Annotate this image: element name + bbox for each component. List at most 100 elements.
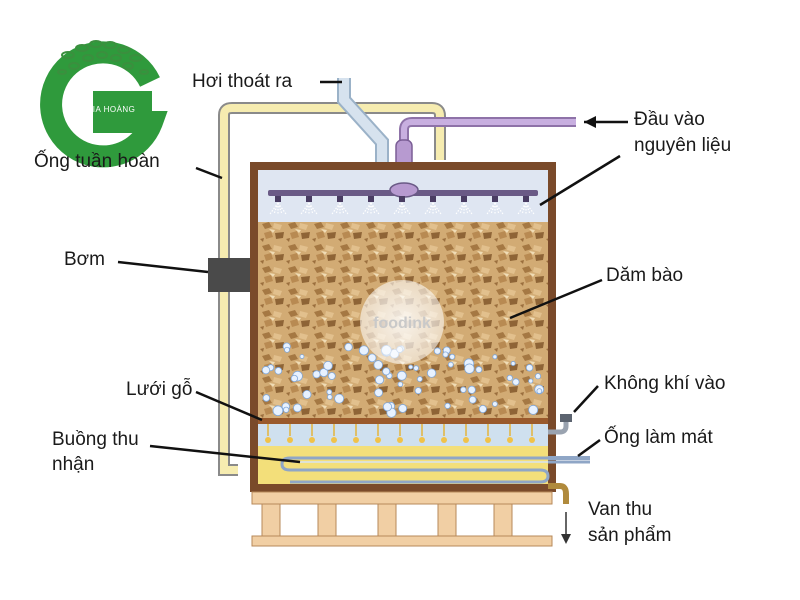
spray-jet bbox=[393, 202, 403, 215]
leader-air bbox=[573, 385, 599, 413]
spray-jet bbox=[300, 202, 310, 215]
air-bubble bbox=[416, 376, 423, 383]
label-steam-out: Hơi thoát ra bbox=[192, 71, 293, 92]
label-feed-in-2: nguyên liệu bbox=[634, 135, 732, 156]
logo-g-shape bbox=[40, 41, 168, 168]
air-bubble bbox=[272, 405, 284, 417]
spray-jet bbox=[339, 202, 349, 215]
label-wood-shavings: Dăm bào bbox=[606, 265, 684, 286]
air-inlet-pipe bbox=[548, 420, 569, 435]
air-inlet-valve bbox=[560, 414, 572, 422]
spray-jet bbox=[339, 202, 345, 215]
air-bubble bbox=[396, 370, 407, 381]
air-bubble bbox=[492, 401, 498, 407]
spray-jet bbox=[304, 202, 310, 215]
spray-jet bbox=[401, 202, 407, 215]
spray-jet bbox=[463, 202, 469, 215]
air-bubble bbox=[460, 386, 467, 393]
spray-jet bbox=[517, 202, 527, 215]
spray-jet bbox=[308, 202, 314, 215]
drip-drop bbox=[309, 437, 315, 443]
label-valve-1: Van thu bbox=[588, 499, 653, 520]
air-bubble bbox=[464, 363, 475, 374]
spray-jet bbox=[308, 202, 318, 215]
air-bubble bbox=[374, 388, 383, 398]
leader-nozzles bbox=[539, 154, 621, 207]
drip-zone bbox=[258, 420, 548, 446]
spray-jet bbox=[525, 202, 535, 215]
air-bubbles bbox=[261, 342, 545, 418]
air-bubble bbox=[375, 375, 385, 385]
leader-pump bbox=[117, 260, 209, 274]
air-bubble bbox=[283, 406, 290, 413]
air-bubble bbox=[367, 353, 377, 363]
spray-jet bbox=[401, 202, 411, 215]
drip-drop bbox=[331, 437, 337, 443]
spray-jet bbox=[463, 202, 473, 215]
steam-outlet-pipe bbox=[339, 78, 387, 175]
air-bubble bbox=[274, 367, 283, 375]
drip-drop bbox=[265, 437, 271, 443]
air-bubble bbox=[414, 387, 422, 395]
air-bubble bbox=[525, 364, 534, 372]
air-bubble bbox=[408, 364, 414, 370]
label-air-in: Không khí vào bbox=[604, 373, 726, 394]
collection-chamber bbox=[258, 446, 548, 484]
air-bubble bbox=[468, 395, 477, 404]
spray-nozzle bbox=[306, 196, 312, 202]
air-bubble bbox=[467, 385, 476, 394]
air-bubble bbox=[528, 404, 539, 415]
leader-mesh bbox=[195, 390, 263, 422]
air-bubble bbox=[302, 390, 312, 399]
drips bbox=[265, 424, 535, 443]
label-circulation-pipe: Ống tuần hoàn bbox=[34, 151, 160, 172]
air-bubble bbox=[413, 365, 419, 371]
air-bubble bbox=[261, 366, 271, 375]
air-bubble bbox=[323, 360, 333, 371]
air-bubble bbox=[442, 351, 449, 358]
drip-drop bbox=[353, 437, 359, 443]
product-valve bbox=[548, 483, 569, 504]
label-collection-1: Buồng thu bbox=[52, 429, 139, 450]
label-valve-2: sản phẩm bbox=[588, 525, 672, 546]
air-bubble bbox=[506, 374, 513, 382]
spray-nozzle bbox=[399, 196, 405, 202]
air-bubble bbox=[478, 404, 487, 414]
spray-jet bbox=[525, 202, 531, 215]
spray-jet bbox=[397, 202, 403, 215]
drip-drop bbox=[529, 437, 535, 443]
pump bbox=[208, 258, 250, 292]
air-bubble bbox=[382, 402, 392, 412]
spray-jet bbox=[370, 202, 380, 215]
company-logo: GIA HOÀNG bbox=[40, 40, 168, 168]
air-bubble bbox=[327, 372, 336, 380]
air-bubble bbox=[444, 402, 451, 409]
air-bubble bbox=[312, 370, 321, 379]
label-pump: Bơm bbox=[64, 249, 105, 270]
air-bubble bbox=[344, 342, 353, 352]
spray-jet bbox=[486, 202, 496, 215]
spray-jet bbox=[366, 202, 372, 215]
spray-jet bbox=[494, 202, 504, 215]
spray-jet bbox=[335, 202, 341, 215]
air-bubble bbox=[510, 361, 516, 366]
watermark-text: foodink bbox=[373, 315, 431, 332]
leader-cooling bbox=[577, 438, 601, 458]
drip-drop bbox=[507, 437, 513, 443]
air-bubble bbox=[528, 378, 534, 384]
air-bubble bbox=[397, 381, 404, 388]
air-bubble bbox=[512, 378, 520, 386]
circulation-pipe bbox=[220, 104, 444, 474]
air-bubble bbox=[536, 388, 543, 394]
spray-jet bbox=[494, 202, 500, 215]
leader-chamber bbox=[149, 444, 301, 464]
spray-jet bbox=[331, 202, 341, 215]
drip-drop bbox=[287, 437, 293, 443]
spray-jet bbox=[432, 202, 438, 215]
air-bubble bbox=[492, 354, 498, 360]
air-bubble bbox=[326, 389, 333, 395]
wood-mesh bbox=[258, 418, 548, 424]
tank-stand bbox=[251, 491, 553, 547]
drip-drop bbox=[375, 437, 381, 443]
